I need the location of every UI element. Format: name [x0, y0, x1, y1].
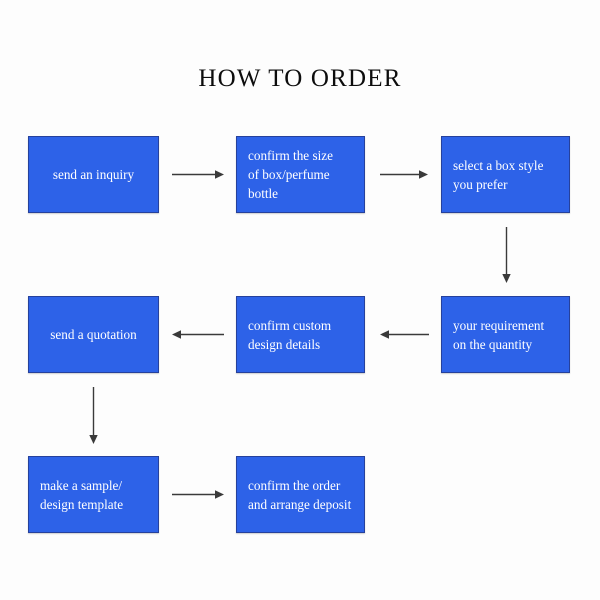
- flow-arrow-e4-left-icon: [380, 328, 429, 341]
- flow-node-label: confirm the size of box/perfume bottle: [248, 148, 333, 201]
- flow-node-label: send a quotation: [50, 327, 137, 342]
- flow-node-n8[interactable]: confirm the order and arrange deposit: [236, 456, 365, 533]
- flow-node-n5[interactable]: confirm custom design details: [236, 296, 365, 373]
- flow-node-n3[interactable]: select a box style you prefer: [441, 136, 570, 213]
- flow-node-n4[interactable]: your requirement on the quantity: [441, 296, 570, 373]
- flow-node-label: your requirement on the quantity: [453, 317, 545, 352]
- flow-node-n7[interactable]: make a sample/ design template: [28, 456, 159, 533]
- flow-node-n2[interactable]: confirm the size of box/perfume bottle: [236, 136, 365, 213]
- flow-arrow-e5-left-icon: [172, 328, 224, 341]
- flow-node-n1[interactable]: send an inquiry: [28, 136, 159, 213]
- page-title: HOW TO ORDER: [198, 65, 402, 92]
- flow-node-label: confirm the order and arrange deposit: [248, 477, 352, 512]
- flow-node-label: send an inquiry: [52, 167, 135, 182]
- flow-node-label: select a box style you prefer: [453, 157, 544, 192]
- flow-arrow-e6-down-icon: [87, 387, 100, 444]
- flow-arrow-e7-right-icon: [172, 488, 224, 501]
- flow-node-label: make a sample/ design template: [40, 477, 124, 512]
- flow-arrow-e2-right-icon: [380, 168, 428, 181]
- flow-node-label: confirm custom design details: [248, 317, 332, 352]
- flow-arrow-e1-right-icon: [172, 168, 224, 181]
- flow-arrow-e3-down-icon: [500, 227, 513, 283]
- flow-node-n6[interactable]: send a quotation: [28, 296, 159, 373]
